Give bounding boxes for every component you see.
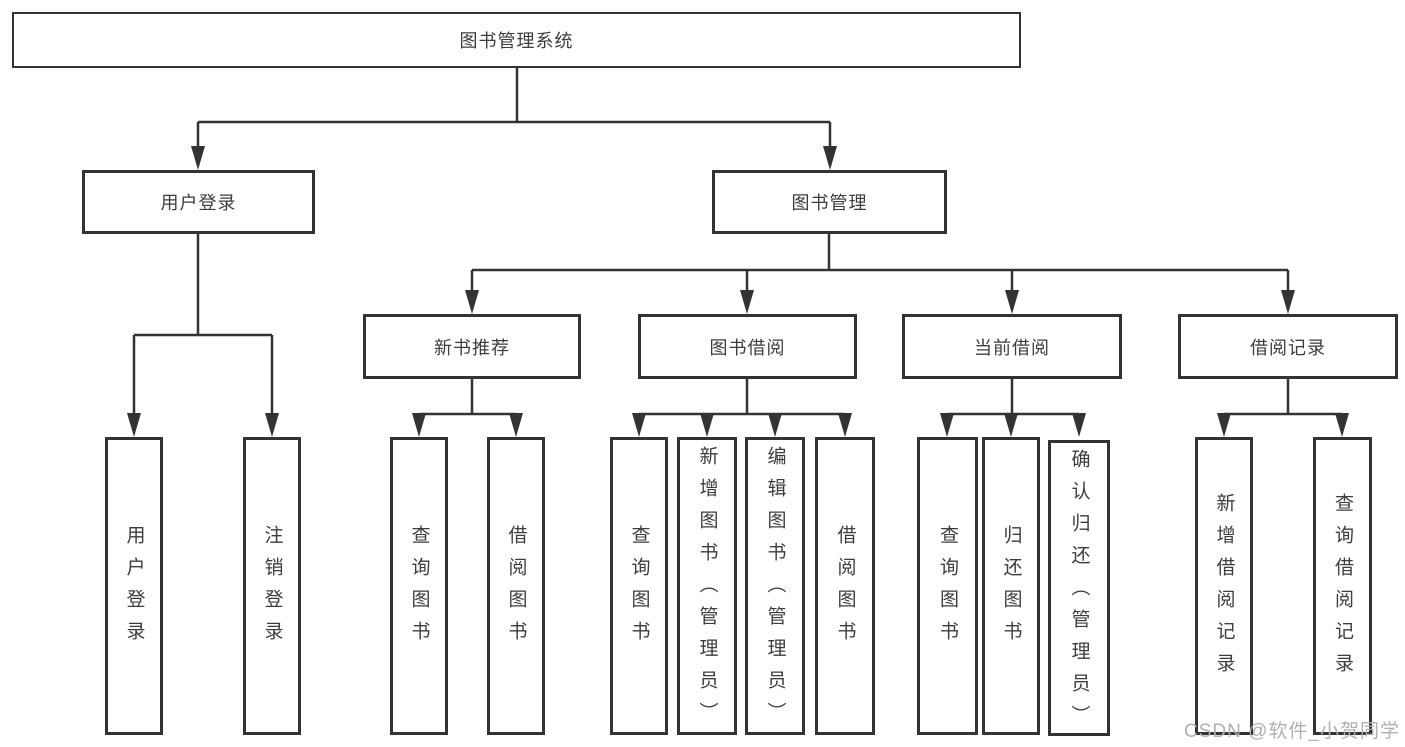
node-query-books-current: 查询图书 bbox=[917, 437, 978, 735]
node-return-books: 归还图书 bbox=[982, 437, 1040, 735]
node-confirm-return-admin: 确认归还（管理员） bbox=[1048, 440, 1110, 737]
node-edit-books-admin: 编辑图书（管理员） bbox=[745, 437, 805, 735]
node-user-login-leaf: 用户登录 bbox=[105, 437, 163, 735]
node-user-login: 用户登录 bbox=[82, 170, 315, 234]
node-query-borrow-record: 查询借阅记录 bbox=[1313, 437, 1372, 735]
node-new-book-recommendation: 新书推荐 bbox=[363, 314, 581, 379]
node-borrow-books-recommend: 借阅图书 bbox=[487, 437, 545, 735]
node-current-borrowing: 当前借阅 bbox=[902, 314, 1122, 379]
node-book-management: 图书管理 bbox=[712, 170, 947, 234]
node-query-books-recommend: 查询图书 bbox=[390, 437, 448, 735]
node-book-borrowing: 图书借阅 bbox=[638, 314, 857, 379]
node-logout-leaf: 注销登录 bbox=[243, 437, 301, 735]
node-add-books-admin: 新增图书（管理员） bbox=[677, 437, 737, 735]
node-add-borrow-record: 新增借阅记录 bbox=[1195, 437, 1253, 735]
node-borrowing-records: 借阅记录 bbox=[1178, 314, 1398, 379]
csdn-watermark: CSDN @软件_小贺同学 bbox=[1184, 721, 1400, 742]
node-library-management-system: 图书管理系统 bbox=[12, 12, 1021, 68]
node-borrow-books-leaf: 借阅图书 bbox=[815, 437, 875, 735]
arrowheads bbox=[127, 146, 1349, 437]
node-query-books-borrow: 查询图书 bbox=[610, 437, 668, 735]
